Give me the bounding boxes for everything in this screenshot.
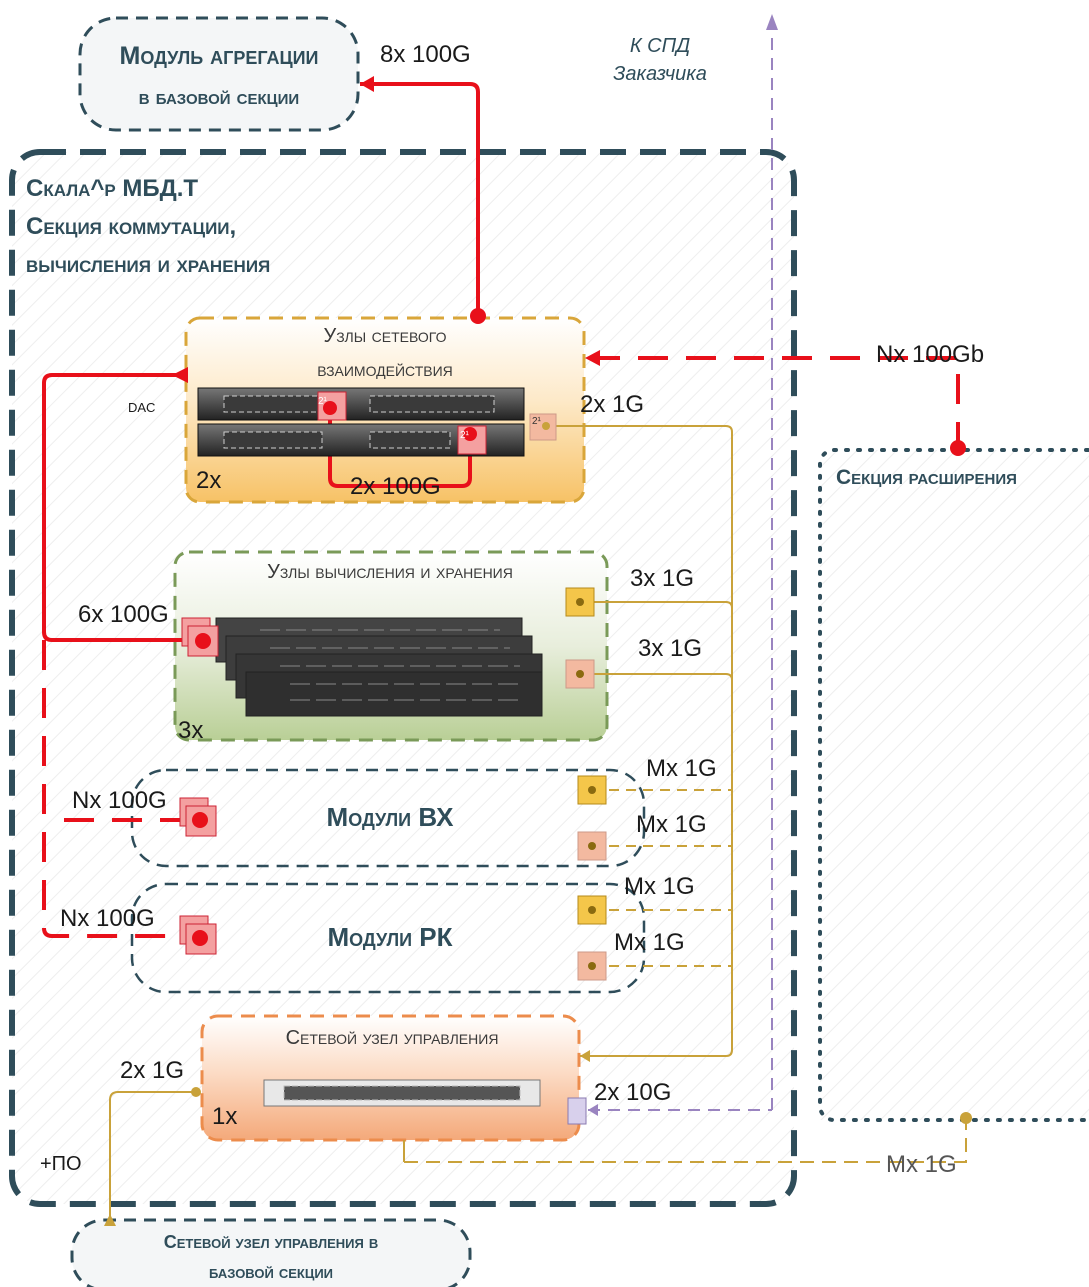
customer-network-line1: К СПД xyxy=(630,35,690,57)
link-expansion-100gb xyxy=(590,356,960,448)
network-switch-1 xyxy=(197,387,525,421)
aggregation-module-box xyxy=(78,16,360,132)
mgmt-node-count: 1x xyxy=(212,1103,237,1130)
label-dac: DAC xyxy=(128,400,155,415)
link-1g-bus xyxy=(546,425,733,1057)
link-inter-switch-2x100g xyxy=(328,410,472,488)
mgmt-port-10g xyxy=(567,1097,587,1125)
expansion-title: Секция расширения xyxy=(836,466,1017,489)
link-base-mgmt-1g xyxy=(109,1091,196,1218)
customer-network-line2: Заказчика xyxy=(613,63,707,85)
label-software: +ПО xyxy=(40,1153,82,1175)
svg-text:2¹: 2¹ xyxy=(318,396,328,407)
compute-server-stack xyxy=(215,617,543,717)
base-mgmt-line2: базовой секции xyxy=(209,1262,333,1282)
bx-port-1g-b xyxy=(577,831,607,861)
link-compute-1g-b xyxy=(580,673,733,681)
link-endpoint-dot xyxy=(950,440,966,456)
rk-modules-box xyxy=(130,882,646,994)
compute-port-1g-a xyxy=(565,587,595,617)
switch-port-100g-a: 2¹ xyxy=(317,391,347,421)
compute-nodes-count: 3x xyxy=(178,717,203,744)
base-mgmt-node-box xyxy=(70,1218,472,1287)
label-mgmt-2x1g: 2x 1G xyxy=(120,1057,184,1084)
network-nodes-title-2: взаимодействия xyxy=(317,359,453,381)
compute-nodes-title: Узлы вычисления и хранения xyxy=(267,561,513,583)
main-section-border xyxy=(9,149,797,1207)
label-agg-8x100g: 8x 100G xyxy=(380,41,471,68)
label-bx-nx100g: Nx 100G xyxy=(72,787,167,814)
link-endpoint-dot xyxy=(470,308,486,324)
link-dac-6x100g xyxy=(42,373,200,642)
main-section-title-1: Скала^р МБД.Т xyxy=(26,175,198,202)
mgmt-node-title: Сетевой узел управления xyxy=(286,1027,499,1049)
base-mgmt-line1: Сетевой узел управления в xyxy=(164,1232,379,1252)
svg-text:2¹: 2¹ xyxy=(532,416,542,427)
mgmt-node-box xyxy=(200,1014,581,1142)
arrowhead-left-icon xyxy=(588,1104,598,1116)
switch-port-1g: 2¹ xyxy=(529,413,557,441)
arrowhead-up-icon xyxy=(766,14,778,30)
switch-port-100g-b: 2¹ xyxy=(457,425,487,455)
label-compute-6x100g: 6x 100G xyxy=(78,601,169,628)
arrowhead-left-icon xyxy=(172,367,188,383)
mgmt-switch xyxy=(263,1079,541,1107)
link-endpoint-dot xyxy=(960,1112,972,1124)
arrowhead-left-icon xyxy=(585,350,600,366)
label-bx-mx1g-b: Mx 1G xyxy=(636,811,707,838)
bx-modules-title: Модули ВХ xyxy=(327,802,455,832)
label-rk-mx1g-a: Mx 1G xyxy=(624,873,695,900)
aggregation-title-line1: Модуль агрегации xyxy=(120,42,319,70)
network-nodes-title-1: Узлы сетевого xyxy=(324,325,447,347)
link-compute-1g-a xyxy=(580,601,733,609)
aggregation-title-line2: в базовой секции xyxy=(139,84,299,109)
compute-port-100g xyxy=(181,617,219,657)
label-compute-3x1g-b: 3x 1G xyxy=(638,635,702,662)
rk-port-100g xyxy=(179,915,217,955)
arrowhead-up-icon xyxy=(104,1214,116,1226)
bx-port-100g xyxy=(179,797,217,837)
link-bx-rk-100g xyxy=(42,640,196,938)
arrowhead-left-icon xyxy=(580,1050,590,1062)
rk-port-1g-b xyxy=(577,951,607,981)
link-expansion-1g xyxy=(404,1120,967,1163)
network-nodes-count: 2x xyxy=(196,467,221,494)
main-section-title-2: Секция коммутации, xyxy=(26,213,236,240)
label-compute-3x1g-a: 3x 1G xyxy=(630,565,694,592)
arrowhead-left-icon xyxy=(360,76,374,92)
rk-port-1g-a xyxy=(577,895,607,925)
rk-modules-title: Модули РК xyxy=(328,922,453,952)
label-nx100gb: Nx 100Gb xyxy=(876,341,984,368)
label-net-2x1g: 2x 1G xyxy=(580,391,644,418)
link-agg-8x100g xyxy=(360,82,480,316)
svg-text:2¹: 2¹ xyxy=(460,430,470,441)
link-endpoint-dot xyxy=(191,1087,201,1097)
label-net-2x100g: 2x 100G xyxy=(350,473,441,500)
label-rk-mx1g-b: Mx 1G xyxy=(614,929,685,956)
compute-port-1g-b xyxy=(565,659,595,689)
label-rk-nx100g: Nx 100G xyxy=(60,905,155,932)
label-mgmt-2x10g: 2x 10G xyxy=(594,1079,671,1106)
label-bx-mx1g-a: Mx 1G xyxy=(646,755,717,782)
bx-port-1g-a xyxy=(577,775,607,805)
label-ext-mx1g: Mx 1G xyxy=(886,1151,957,1178)
main-section-title-3: вычисления и хранения xyxy=(26,251,270,278)
